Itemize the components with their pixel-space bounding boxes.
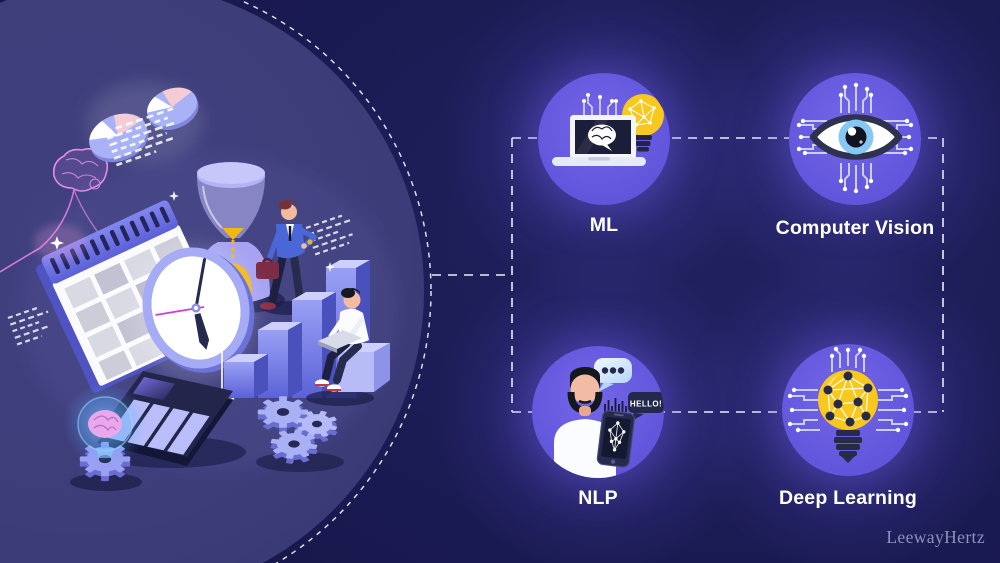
label-computer-vision: Computer Vision <box>775 217 935 239</box>
label-ml: ML <box>589 214 619 236</box>
hello-bubble-text: HELLO! <box>630 400 662 409</box>
node-computer-vision <box>789 73 921 205</box>
node-nlp: HELLO! <box>532 346 664 478</box>
phone <box>596 410 635 468</box>
node-deep-learning <box>782 344 914 476</box>
brain-bulb-illustration <box>63 382 147 491</box>
sparkles <box>50 191 335 272</box>
node-ml <box>538 73 670 205</box>
circuit-eye-icon <box>796 82 914 194</box>
watermark: LeewayHertz <box>886 527 985 547</box>
person-speech-phone-icon: HELLO! <box>554 358 664 478</box>
pie-charts-illustration <box>87 82 203 163</box>
network-lightbulb-icon <box>787 346 909 463</box>
person-laptop-illustration <box>306 288 390 406</box>
dashed-text-lines-a <box>104 107 177 167</box>
label-deep-learning: Deep Learning <box>778 487 918 509</box>
laptop-brain-lightbulb-icon <box>552 93 664 166</box>
label-nlp: NLP <box>578 487 618 509</box>
gears-illustration <box>256 396 344 472</box>
clock-illustration <box>134 244 258 400</box>
